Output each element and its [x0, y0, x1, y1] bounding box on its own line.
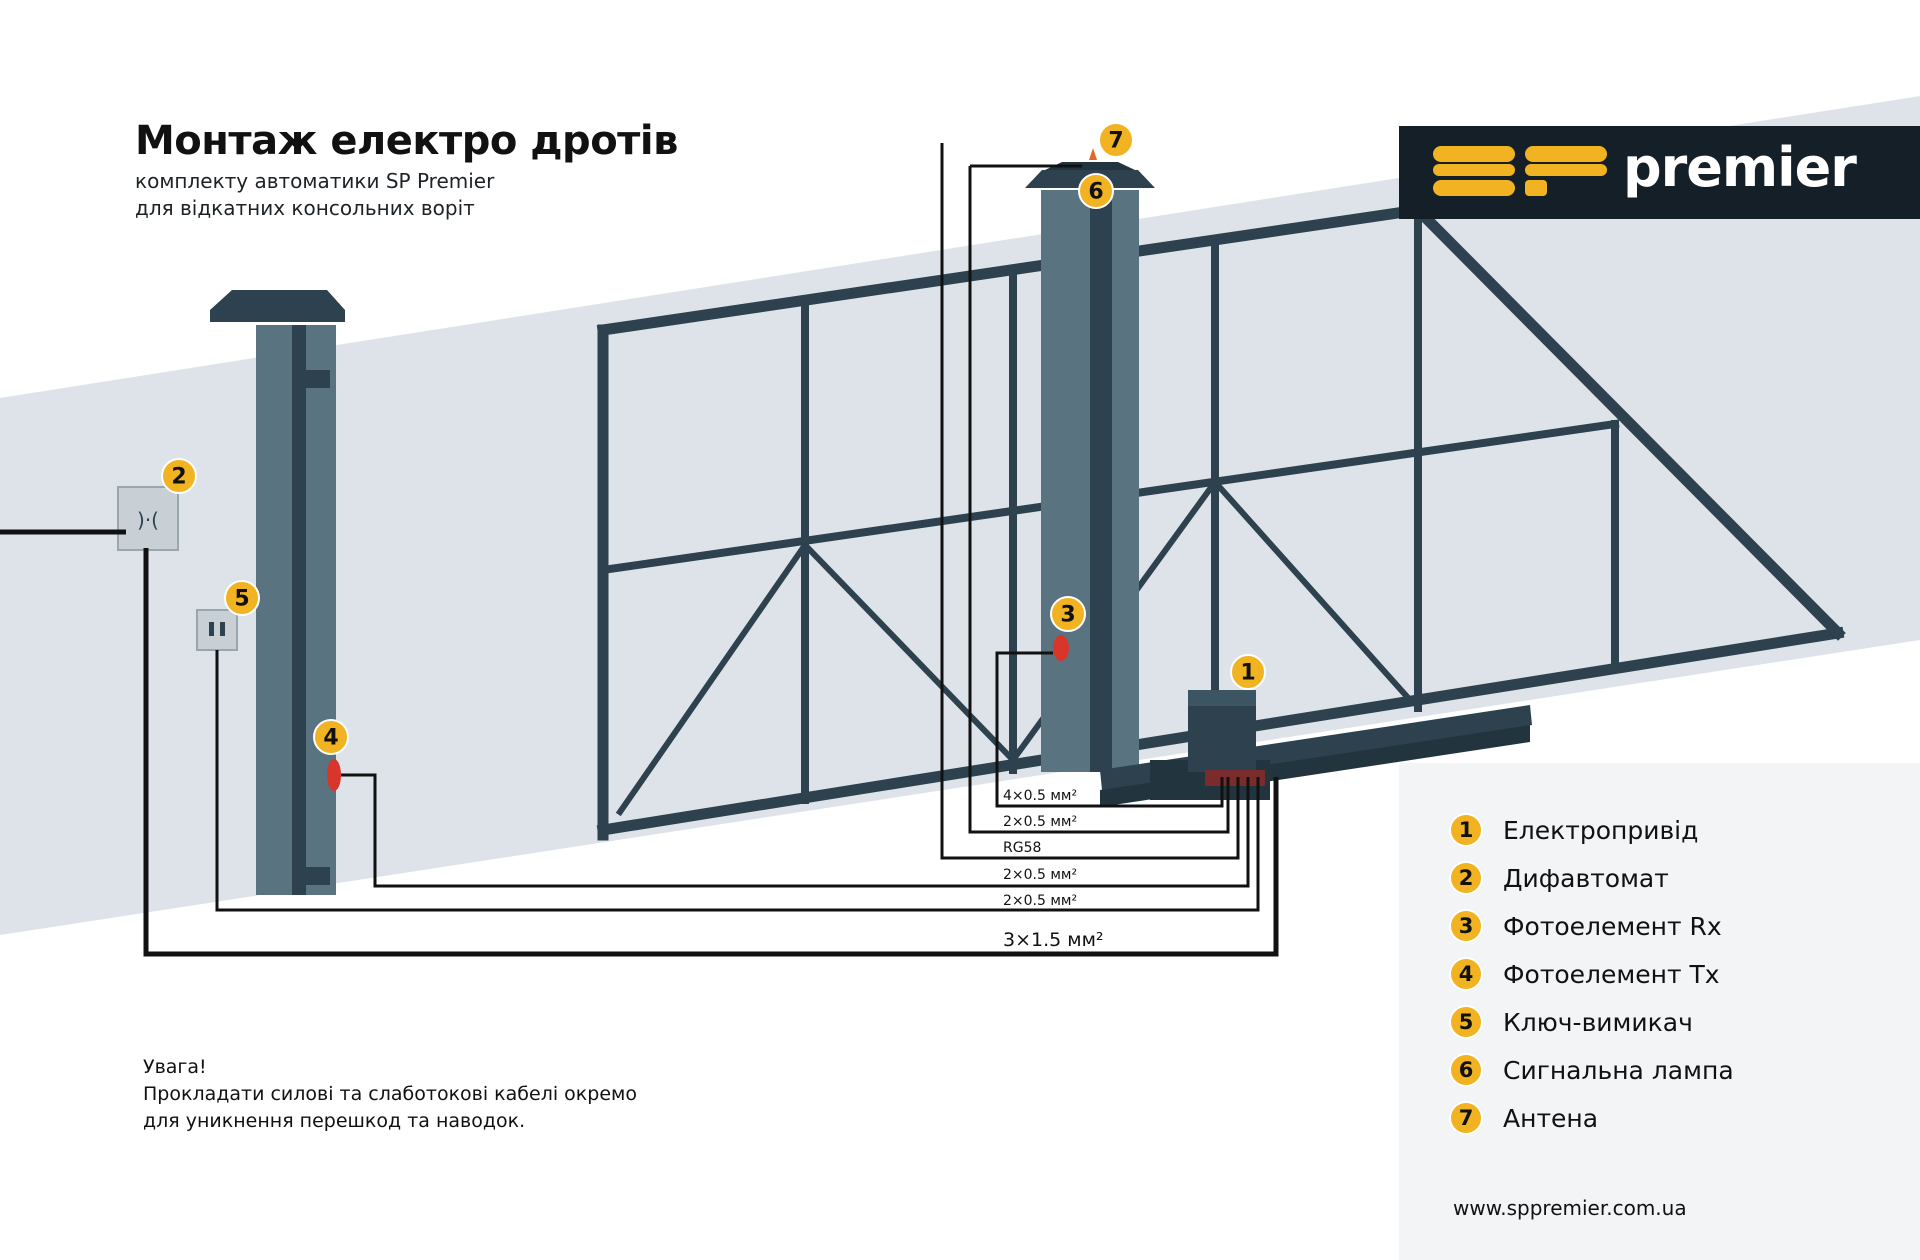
legend-label: Електропривід — [1503, 815, 1699, 845]
legend-item: 2 Дифавтомат — [1449, 861, 1669, 895]
svg-text:6: 6 — [1088, 180, 1103, 205]
legend-item: 1 Електропривід — [1449, 813, 1698, 847]
cable-power — [143, 548, 1279, 957]
legend-item: 7 Антена — [1449, 1101, 1598, 1135]
cable-label: 4×0.5 мм² — [1003, 788, 1077, 804]
website-url: www.sppremier.com.ua — [1453, 1196, 1687, 1220]
legend-item: 4 Фотоелемент Tx — [1449, 957, 1720, 991]
legend-label: Фотоелемент Tx — [1503, 959, 1720, 989]
legend-number: 2 — [1449, 861, 1483, 895]
legend-label: Антена — [1503, 1103, 1599, 1133]
sp-logo-mark — [1433, 146, 1607, 196]
svg-text:3: 3 — [1060, 603, 1075, 628]
subtitle-line: для відкатних консольних воріт — [135, 196, 475, 220]
page-subtitle: комплекту автоматики SP Premier для відк… — [135, 168, 494, 222]
legend-label: Дифавтомат — [1503, 863, 1669, 893]
left-post — [210, 290, 345, 895]
key-switch-box — [196, 609, 238, 651]
cable-label: 3×1.5 мм² — [1003, 929, 1104, 951]
legend-label: Ключ-вимикач — [1503, 1007, 1693, 1037]
legend-number: 5 — [1449, 1005, 1483, 1039]
marker-badge: 2 — [161, 458, 197, 494]
cable-photocell-tx — [341, 773, 1250, 888]
cable-label: 2×0.5 мм² — [1003, 814, 1077, 830]
drive-motor — [1150, 690, 1270, 800]
marker-badge: 3 — [1050, 596, 1086, 632]
cable-lamp — [968, 164, 1230, 834]
cable-routes — [0, 143, 1279, 957]
svg-text:4: 4 — [323, 726, 338, 751]
marker-badge: 6 — [1078, 173, 1114, 209]
legend-number: 7 — [1449, 1101, 1483, 1135]
legend-number: 4 — [1449, 957, 1483, 991]
marker-badge: 1 — [1230, 654, 1266, 690]
page-title: Монтаж електро дротів — [135, 118, 678, 164]
legend-number: 3 — [1449, 909, 1483, 943]
warning-line: Прокладати силові та слаботокові кабелі … — [143, 1083, 637, 1105]
svg-text:7: 7 — [1108, 129, 1123, 154]
cable-keyswitch — [215, 650, 1260, 912]
subtitle-line: комплекту автоматики SP Premier — [135, 169, 495, 193]
cable-label: 2×0.5 мм² — [1003, 893, 1077, 909]
circuit-breaker-box: )·( — [117, 486, 179, 551]
legend-item: 5 Ключ-вимикач — [1449, 1005, 1693, 1039]
legend-label: Фотоелемент Rx — [1503, 911, 1722, 941]
warning-note: Увага! Прокладати силові та слаботокові … — [143, 1054, 637, 1135]
signal-lamp-icon — [1089, 148, 1097, 160]
photocell-tx — [327, 759, 341, 791]
brand-name: premier — [1623, 136, 1857, 199]
svg-text:5: 5 — [234, 587, 249, 612]
legend-item: 6 Сигнальна лампа — [1449, 1053, 1734, 1087]
svg-text:2: 2 — [171, 465, 186, 490]
legend-item: 3 Фотоелемент Rx — [1449, 909, 1722, 943]
legend-number: 1 — [1449, 813, 1483, 847]
warning-line: для уникнення перешкод та наводок. — [143, 1110, 526, 1132]
marker-badge: 5 — [224, 580, 260, 616]
svg-text:)·(: )·( — [137, 508, 159, 532]
legend-number: 6 — [1449, 1053, 1483, 1087]
marker-badge: 4 — [313, 719, 349, 755]
cable-label: RG58 — [1003, 840, 1041, 856]
svg-text:1: 1 — [1240, 661, 1255, 686]
legend-panel — [1399, 763, 1920, 1260]
cable-antenna — [940, 143, 1240, 860]
photocell-rx — [1053, 635, 1069, 661]
marker-badge: 7 — [1098, 122, 1134, 158]
cable-label: 2×0.5 мм² — [1003, 867, 1077, 883]
middle-gate-post — [1025, 162, 1155, 772]
warning-line: Увага! — [143, 1056, 207, 1078]
legend-label: Сигнальна лампа — [1503, 1055, 1734, 1085]
cable-photocell-rx — [995, 651, 1224, 808]
cable-labels: 4×0.5 мм² 2×0.5 мм² RG58 2×0.5 мм² 2×0.5… — [1003, 788, 1104, 951]
brand-logo — [1399, 126, 1920, 219]
